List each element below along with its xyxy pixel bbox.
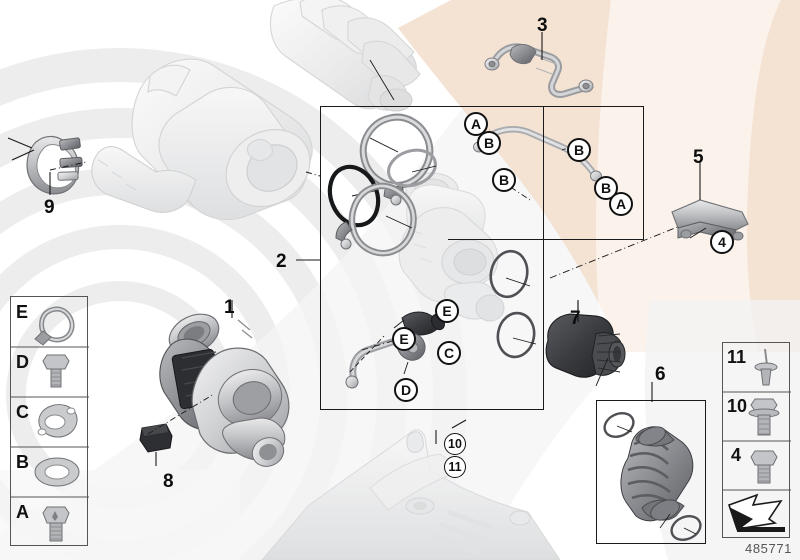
- fastener-legend-left: [10, 296, 89, 546]
- legend-left-letter-C: C: [16, 402, 29, 422]
- item-1-label: 1: [224, 297, 235, 318]
- gasket-icon: [37, 404, 78, 438]
- vband-clamp-lower: [335, 182, 417, 257]
- legend-right-graphics: [723, 348, 791, 532]
- item-8-label: 8: [163, 471, 174, 492]
- leader-lines: [11, 32, 653, 444]
- exhaust-clamp-item9: [7, 135, 87, 195]
- hose-box-item6: [596, 400, 706, 544]
- fastener-legend-right: [722, 342, 791, 538]
- legend-left-letter-D: D: [16, 352, 29, 372]
- item-7-label: 7: [570, 308, 581, 329]
- legend-right-letter-4: 4: [731, 445, 742, 465]
- item-5-label: 5: [693, 147, 704, 168]
- drawing-part-number: 485771: [745, 541, 792, 556]
- clamp-icon: [34, 306, 75, 346]
- callout-B-2: B: [567, 138, 591, 162]
- callout-4-1: 4: [710, 230, 734, 254]
- item-3-label: 3: [537, 15, 548, 36]
- item-9-label: 9: [44, 197, 55, 218]
- legend-left-letter-B: B: [16, 452, 29, 472]
- callout-B-3: B: [492, 168, 516, 192]
- legend-left-letter-E: E: [16, 302, 29, 322]
- turbocharger-item1: [159, 300, 290, 467]
- bolt-icon-a: [42, 506, 70, 542]
- chassis-panel-ghost: [261, 429, 561, 560]
- callout-11-1: 11: [444, 456, 466, 478]
- callout-A-2: A: [609, 192, 633, 216]
- callout-A-1: A: [464, 112, 488, 136]
- item-2-label: 2: [276, 251, 287, 272]
- legend-left-graphics: [11, 306, 89, 542]
- bolt-icon-d: [42, 354, 70, 388]
- kit-upper-box: [448, 106, 644, 240]
- item-6-label: 6: [655, 364, 666, 385]
- ring-icon: [34, 457, 80, 487]
- engine-mount-item8: [139, 393, 215, 466]
- legend-right-letter-10: 10: [727, 396, 748, 416]
- callout-C-1: C: [437, 341, 461, 365]
- arrow-icon: [727, 493, 785, 532]
- callout-E-1: E: [435, 299, 459, 323]
- callout-10-1: 10: [444, 433, 466, 455]
- callout-B-1: B: [477, 131, 501, 155]
- sealing-ring-upper: [387, 148, 437, 188]
- bolt-icon-4: [750, 450, 778, 484]
- rivet-icon: [754, 348, 778, 386]
- air-duct-boot-item7: [545, 300, 626, 387]
- legend-left-letter-A: A: [16, 502, 29, 522]
- flange-bolt-icon: [748, 398, 780, 436]
- oring-mid: [489, 249, 531, 299]
- callout-D-1: D: [394, 378, 418, 402]
- kit-main-box: [320, 106, 544, 410]
- callout-E-2: E: [392, 327, 416, 351]
- legend-right-letter-11: 11: [727, 347, 747, 367]
- catalytic-converter-ghost: [91, 58, 313, 221]
- vband-clamp-upper: [359, 59, 434, 206]
- heat-shield-item5: [549, 162, 749, 279]
- exhaust-manifold-ghost: [270, 0, 421, 112]
- charge-air-hose-item6: [603, 412, 702, 541]
- oring-lower: [496, 311, 537, 359]
- oil-line-item3: [484, 43, 594, 98]
